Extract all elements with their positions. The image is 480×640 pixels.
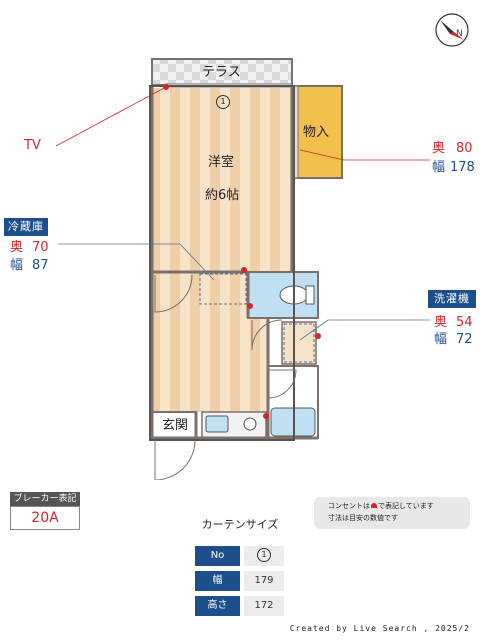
breaker-title: ブレーカー表記 <box>10 492 80 506</box>
credit-line: Created by Live Search , 2025/2 <box>289 624 470 633</box>
toilet-icon <box>279 285 315 305</box>
western-room-size: 約6帖 <box>205 188 240 203</box>
fridge-depth-label: 奥 <box>10 240 24 255</box>
compass-icon: N <box>435 13 469 47</box>
legend-note-line2: 寸法は目安の数値です <box>328 514 398 522</box>
washer-depth-value: 54 <box>456 315 473 330</box>
curtain-cell-no: 1 <box>244 546 284 566</box>
storage-depth-value: 80 <box>456 141 473 156</box>
entrance-area <box>151 411 197 439</box>
legend-note-line1: コンセントはで表記しています <box>328 502 434 510</box>
curtain-cell-height: 172 <box>244 596 284 616</box>
entrance-label: 玄関 <box>162 418 189 433</box>
fridge-tag: 冷蔵庫 <box>4 218 48 236</box>
breaker-value: 20A <box>10 506 80 530</box>
curtain-header-no: No <box>195 546 240 566</box>
curtain-cell-width: 179 <box>244 571 284 591</box>
svg-text:N: N <box>456 29 463 39</box>
outlet-icon <box>371 503 377 508</box>
terrace-label: テラス <box>202 65 241 80</box>
storage-width-value: 178 <box>450 160 475 175</box>
floor-plan <box>55 58 430 480</box>
washer-width-value: 72 <box>456 332 473 347</box>
washer-tag: 洗濯機 <box>428 290 476 308</box>
door-swing-icon <box>154 274 297 480</box>
curtain-header-height: 高さ <box>195 596 240 616</box>
storage-depth-label: 奥 <box>432 141 446 156</box>
washer-width-label: 幅 <box>434 332 448 347</box>
curtain-title: カーテンサイズ <box>201 518 279 531</box>
outlet-icon <box>163 84 321 419</box>
washer-space <box>281 321 317 365</box>
washer-depth-label: 奥 <box>434 315 448 330</box>
sink-icon <box>205 415 257 433</box>
fridge-width-label: 幅 <box>10 258 24 273</box>
fridge-space <box>199 273 247 305</box>
storage-width-label: 幅 <box>432 160 446 175</box>
tv-label: TV <box>24 138 41 153</box>
storage-label: 物入 <box>303 125 330 140</box>
fridge-width-value: 87 <box>32 258 49 273</box>
curtain-header-width: 幅 <box>195 571 240 591</box>
legend-note: コンセントはで表記しています 寸法は目安の数値です <box>314 497 470 529</box>
western-room-label: 洋室 <box>208 155 235 170</box>
window-marker: 1 <box>216 91 230 110</box>
fridge-depth-value: 70 <box>32 240 49 255</box>
storage-area <box>291 85 343 179</box>
terrace-area <box>151 58 293 86</box>
western-room-floor <box>152 88 292 272</box>
